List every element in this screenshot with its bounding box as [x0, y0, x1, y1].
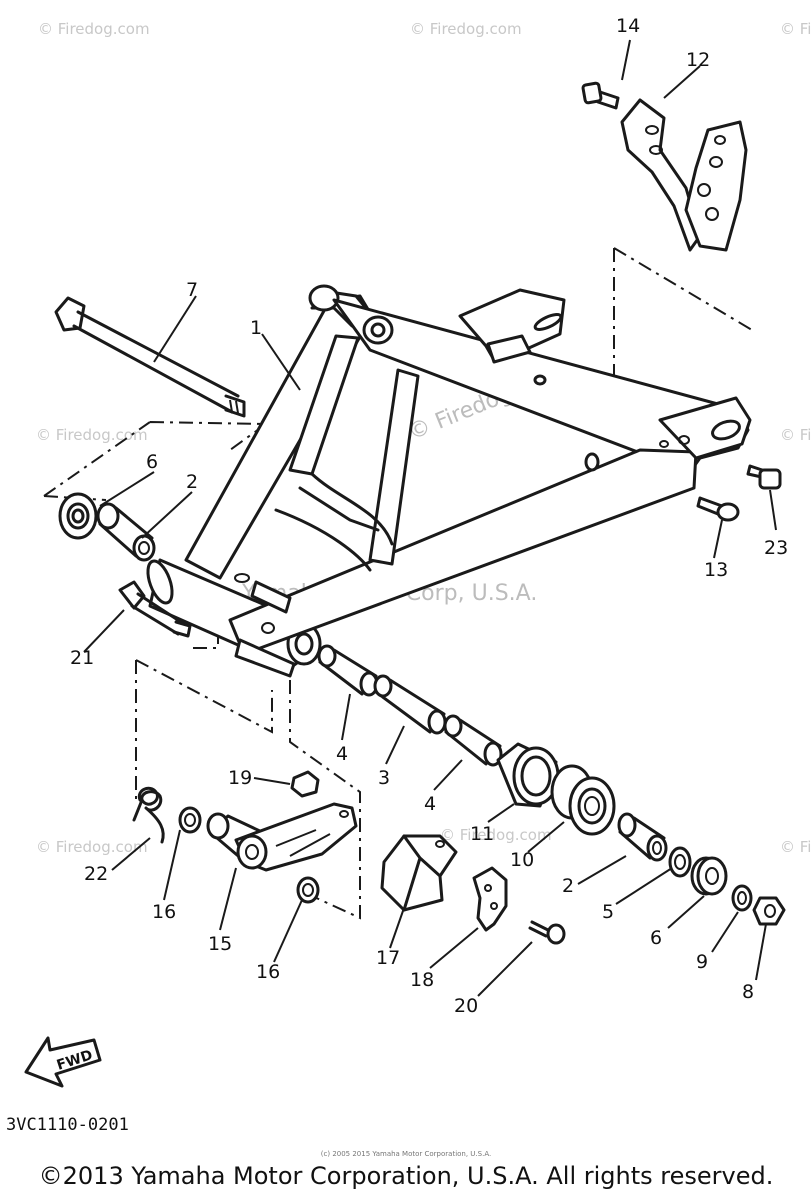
watermark-mid-right: © Firedog.com — [780, 426, 812, 444]
small-copyright: (c) 2005 2015 Yamaha Motor Corporation, … — [320, 1150, 492, 1158]
bolt-23 — [746, 464, 782, 490]
nut-19 — [290, 770, 320, 798]
callout-8: 8 — [742, 981, 754, 1003]
collar-16-top — [178, 806, 202, 834]
callout-14: 14 — [616, 15, 640, 37]
bolt-13 — [696, 496, 740, 522]
callout-3: 3 — [378, 767, 390, 789]
callout-9: 9 — [696, 951, 708, 973]
callout-13: 13 — [704, 559, 728, 581]
callout-18: 18 — [410, 969, 434, 991]
bolt-21 — [118, 580, 192, 638]
callout-7: 7 — [186, 279, 198, 301]
callout-20: 20 — [454, 995, 478, 1017]
nut-8 — [752, 896, 786, 926]
watermark-low-right: © Firedog.com — [780, 838, 812, 856]
bushing-3 — [373, 674, 447, 735]
bearing-6-right — [690, 856, 728, 896]
ref-line-link — [135, 659, 361, 920]
callout-23: 23 — [764, 537, 788, 559]
cup-11 — [496, 742, 560, 808]
callout-17: 17 — [376, 947, 400, 969]
callout-11: 11 — [470, 823, 494, 845]
bracket-18 — [472, 866, 508, 932]
watermark-top-left: © Firedog.com — [38, 20, 150, 38]
callout-16-left: 16 — [152, 901, 176, 923]
bracket-12 — [620, 98, 748, 252]
bearing-10 — [550, 764, 616, 836]
watermark-top-center: © Firedog.com — [410, 20, 522, 38]
collar-2-right — [617, 812, 668, 862]
callout-1: 1 — [250, 317, 262, 339]
callout-21: 21 — [70, 647, 94, 669]
bolt-20 — [528, 920, 566, 945]
callout-15: 15 — [208, 933, 232, 955]
axle-bolt-7 — [54, 296, 246, 418]
swingarm-1 — [146, 284, 752, 678]
callout-5: 5 — [602, 901, 614, 923]
bushing-4-left — [317, 644, 379, 697]
watermark-low-center: © Firedog.com — [440, 826, 552, 844]
leader-lines — [83, 39, 777, 997]
callout-4-right: 4 — [424, 793, 436, 815]
fwd-arrow: FWD — [24, 1036, 102, 1088]
callout-10: 10 — [510, 849, 534, 871]
block-17 — [380, 834, 458, 912]
callout-labels: 14 12 1 7 6 2 21 23 13 4 3 4 11 10 2 5 6… — [70, 15, 788, 1017]
callout-2-right: 2 — [562, 875, 574, 897]
callout-16-right: 16 — [256, 961, 280, 983]
bushing-4-right — [443, 714, 503, 767]
link-arm-15 — [206, 802, 358, 872]
spring-22 — [132, 786, 165, 844]
bolt-14 — [581, 81, 620, 110]
callout-12: 12 — [686, 49, 710, 71]
washer-9 — [731, 884, 753, 912]
callout-6-right: 6 — [650, 927, 662, 949]
watermark-mid-left: © Firedog.com — [36, 426, 148, 444]
diagram-code: 3VC1110-0201 — [6, 1115, 129, 1135]
collar-2-left — [96, 502, 156, 562]
bearing-6-left — [58, 492, 98, 540]
watermark-top-right: © Firedog.com — [780, 20, 812, 38]
callout-19: 19 — [228, 767, 252, 789]
washer-5 — [668, 846, 692, 878]
callout-4-left: 4 — [336, 743, 348, 765]
collar-16-bottom — [296, 876, 320, 904]
watermark-low-left: © Firedog.com — [36, 838, 148, 856]
callout-22: 22 — [84, 863, 108, 885]
callout-2-left: 2 — [186, 471, 198, 493]
callout-6-left: 6 — [146, 451, 158, 473]
copyright-notice: ©2013 Yamaha Motor Corporation, U.S.A. A… — [38, 1162, 774, 1190]
